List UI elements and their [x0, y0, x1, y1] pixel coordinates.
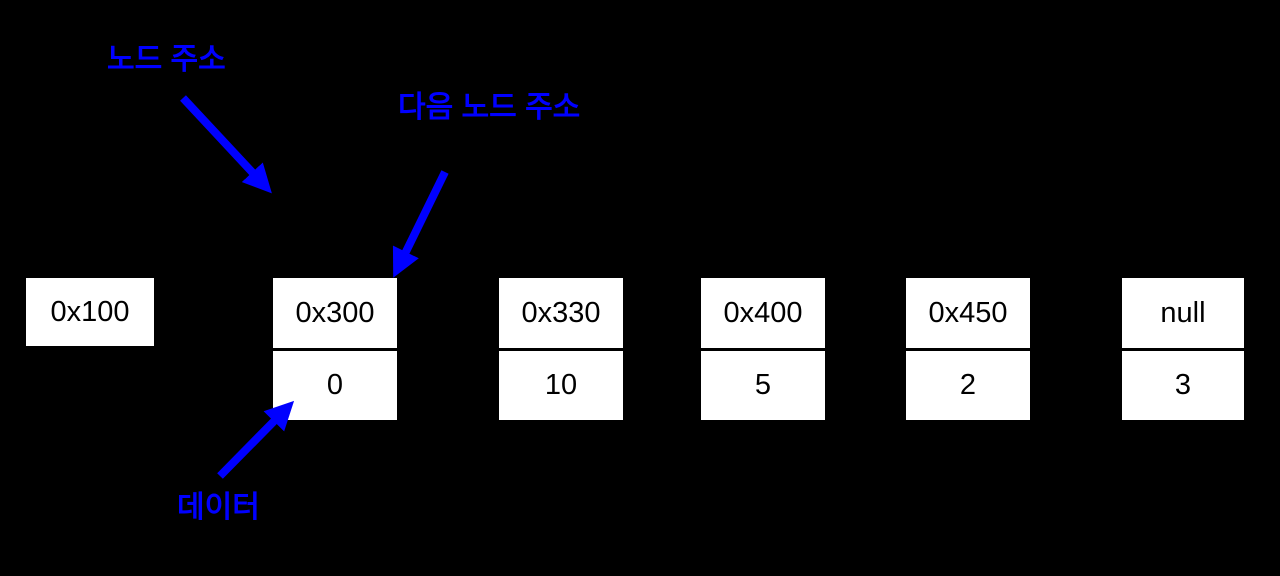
node-data-cell: 0: [273, 348, 397, 420]
data-label: 데이터: [177, 491, 260, 524]
next-node-address-arrow: [392, 170, 449, 278]
list-node-4: 0x450 2: [904, 276, 1032, 422]
node-address-cell: null: [1122, 278, 1244, 348]
node-data-value: 3: [1174, 369, 1192, 401]
node-address-label: 노드 주소: [107, 43, 226, 76]
node-address-value: 0x450: [928, 296, 1008, 329]
node-address-cell: 0x300: [273, 278, 397, 348]
node-data-cell: 10: [499, 348, 623, 420]
list-node-2: 0x330 10: [497, 276, 625, 422]
node-address-value: 0x400: [723, 296, 803, 329]
node-address-arrow: [180, 95, 272, 194]
node-address-cell: 0x400: [701, 278, 825, 348]
node-data-cell: 5: [701, 348, 825, 420]
node-data-value: 5: [754, 369, 772, 401]
node-address-value: 0x330: [521, 296, 601, 329]
list-node-3: 0x400 5: [699, 276, 827, 422]
node-address-cell: 0x330: [499, 278, 623, 348]
list-node-1: 0x300 0: [271, 276, 399, 422]
node-address-value: null: [1160, 296, 1206, 329]
node-address-value: 0x300: [295, 296, 375, 329]
node-address-cell: 0x450: [906, 278, 1030, 348]
node-data-value: 2: [959, 369, 977, 401]
next-node-address-label: 다음 노드 주소: [398, 91, 581, 124]
head-address-box: 0x100: [24, 276, 156, 348]
node-data-value: 10: [544, 369, 578, 401]
head-address-cell: 0x100: [26, 278, 154, 346]
node-data-cell: 2: [906, 348, 1030, 420]
head-address-value: 0x100: [50, 295, 130, 328]
node-data-cell: 3: [1122, 348, 1244, 420]
list-node-5: null 3: [1120, 276, 1246, 422]
node-data-value: 0: [326, 369, 344, 401]
